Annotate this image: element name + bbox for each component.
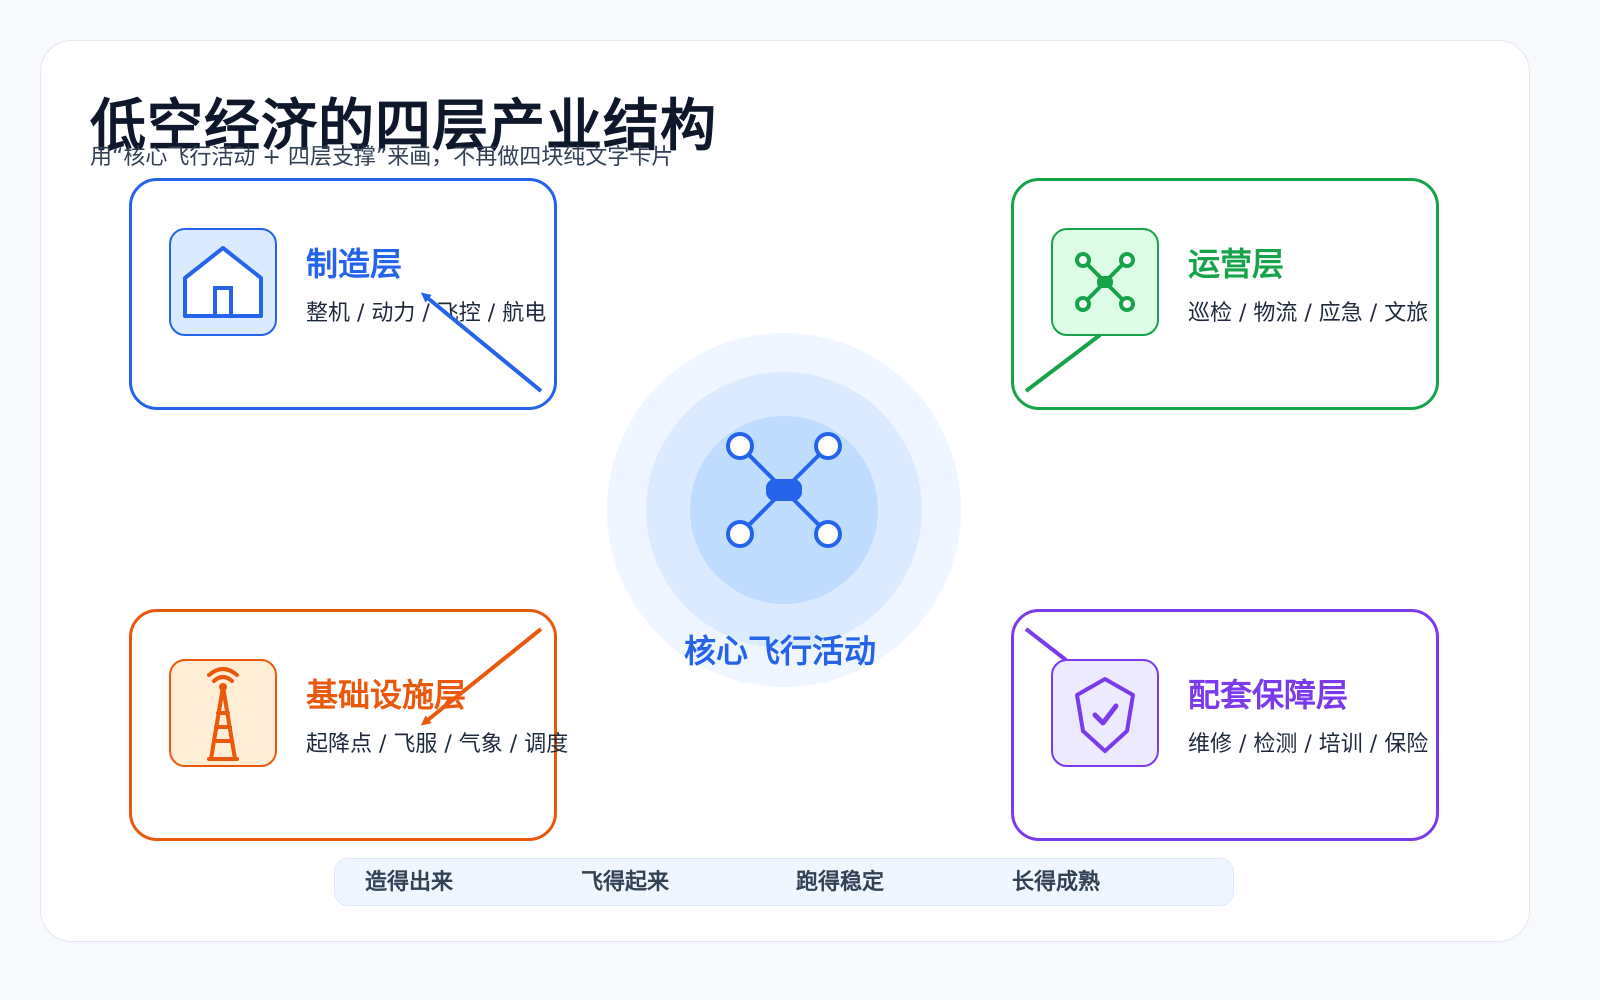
stage-label: 跑得稳定 [796, 870, 885, 895]
factory-house-icon [183, 246, 263, 318]
layer-items: 维修 / 检测 / 培训 / 保险 [1188, 732, 1429, 757]
drone-icon [726, 432, 842, 548]
stage-label: 飞得起来 [581, 870, 670, 895]
layer-items: 整机 / 动力 / 飞控 / 航电 [306, 301, 547, 326]
layer-items: 起降点 / 飞服 / 气象 / 调度 [306, 732, 569, 757]
icon-box-infrastructure [169, 659, 277, 767]
card-support-layer: 配套保障层 维修 / 检测 / 培训 / 保险 [1011, 609, 1439, 841]
icon-box-operation [1051, 228, 1159, 336]
core-ring-inner [690, 416, 878, 604]
layer-name: 制造层 [306, 245, 403, 283]
connector-operation [1024, 333, 1102, 393]
stage-label: 造得出来 [365, 870, 454, 895]
icon-box-manufacturing [169, 228, 277, 336]
icon-box-support [1051, 659, 1159, 767]
card-infrastructure-layer: 基础设施层 起降点 / 飞服 / 气象 / 调度 [129, 609, 568, 841]
connector-support [1024, 627, 1068, 662]
page-title: 低空经济的四层产业结构 [90, 94, 717, 159]
shield-check-icon [1075, 677, 1135, 753]
stage-label: 长得成熟 [1012, 870, 1101, 895]
layer-name: 配套保障层 [1188, 676, 1349, 714]
signal-tower-icon [207, 667, 239, 761]
layer-name: 运营层 [1188, 245, 1285, 283]
card-operation-layer: 运营层 巡检 / 物流 / 应急 / 文旅 [1011, 178, 1439, 410]
core-label: 核心飞行活动 [684, 632, 877, 670]
connector-infrastructure [420, 627, 543, 726]
stage-bar: 造得出来 飞得起来 跑得稳定 长得成熟 [334, 858, 1234, 906]
drone-icon [1075, 252, 1135, 312]
connector-manufacturing [420, 292, 543, 393]
page-subtitle: 用“核心飞行活动 + 四层支撑”来画，不再做四块纯文字卡片 [90, 145, 674, 170]
card-manufacturing-layer: 制造层 整机 / 动力 / 飞控 / 航电 [129, 178, 557, 410]
layer-items: 巡检 / 物流 / 应急 / 文旅 [1188, 301, 1429, 326]
layer-name: 基础设施层 [306, 676, 467, 714]
